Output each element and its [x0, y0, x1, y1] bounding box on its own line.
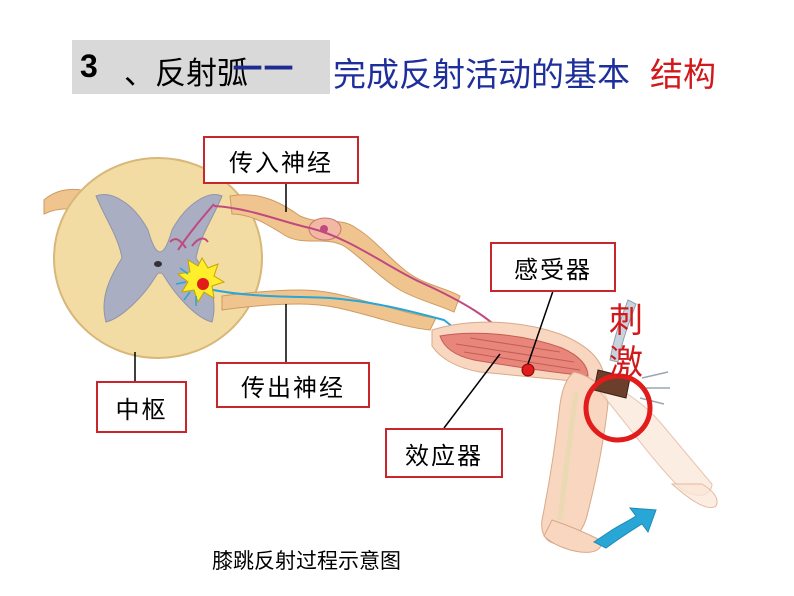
effector-label: 效应器	[385, 428, 503, 478]
kick-direction-arrow	[593, 507, 657, 549]
foot	[543, 519, 602, 553]
afferent-nerve-label: 传入神经	[203, 136, 359, 184]
leader-receptor	[527, 290, 554, 365]
title-subtitle-highlight: 结构	[650, 55, 716, 94]
title-subtitle: 完成反射活动的基本	[333, 55, 630, 94]
stimulus-circle	[583, 373, 653, 443]
diagram-caption: 膝跳反射过程示意图	[212, 549, 401, 573]
kicked-leg-ghost	[599, 383, 713, 496]
kicked-foot-ghost	[670, 483, 718, 508]
title-number: 3	[80, 48, 98, 84]
title-main: 、反射弧	[124, 56, 248, 92]
neuron-cell-body	[197, 278, 209, 290]
receptor-dot	[521, 363, 535, 377]
receptor-label: 感受器	[490, 242, 616, 292]
central-canal	[154, 261, 162, 267]
leader-effector	[443, 353, 501, 429]
motion-lines	[639, 371, 670, 405]
reflex-hammer-handle	[609, 299, 637, 363]
dendrites	[175, 267, 197, 306]
center-label: 中枢	[96, 381, 187, 433]
sensory-fiber-branches	[169, 203, 215, 251]
stimulus-label: 刺激	[609, 301, 643, 383]
tibia-bone	[557, 391, 579, 521]
title-dash: ——	[232, 48, 294, 84]
sensory-fiber	[213, 205, 513, 345]
efferent-nerve-bundle	[221, 289, 437, 331]
efferent-nerve-label: 传出神经	[216, 362, 370, 408]
title-background	[72, 40, 330, 94]
muscle-fiber-lines	[455, 337, 581, 371]
